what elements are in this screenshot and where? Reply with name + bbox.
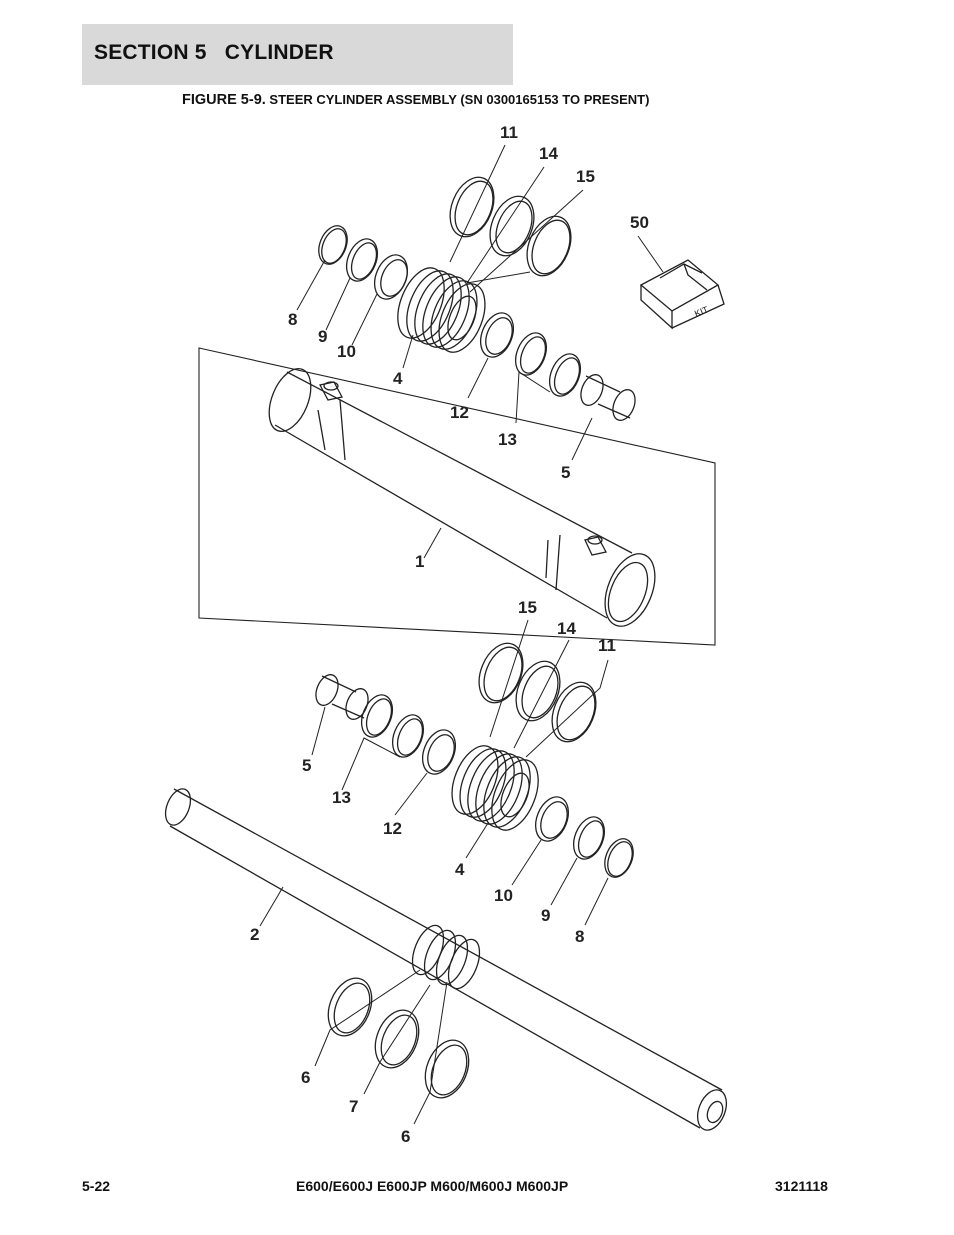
o-ring-11-bottom	[551, 681, 597, 743]
wear-ring-13a-top	[514, 332, 548, 376]
callout-7: 7	[349, 1097, 358, 1116]
wear-ring-6a	[327, 977, 373, 1037]
callout-13-top: 13	[498, 430, 517, 449]
o-ring-15-top	[526, 215, 572, 277]
callout-14-bottom: 14	[557, 619, 576, 638]
callout-10-bottom: 10	[494, 886, 513, 905]
kit-label: KIT	[693, 304, 710, 319]
callout-13-bottom: 13	[332, 788, 351, 807]
rod-seal-9-bottom	[572, 816, 606, 860]
bushing-10-bottom	[534, 796, 570, 842]
leader-lines	[259, 144, 664, 1125]
gland-4-bottom	[451, 745, 539, 831]
o-ring-15-bottom	[478, 642, 524, 704]
callout-11-top: 11	[500, 123, 518, 142]
cylinder-barrel-1	[198, 347, 716, 646]
bottom-gland-seals	[478, 642, 597, 743]
callout-4-bottom: 4	[455, 860, 465, 879]
spacer-5-top	[580, 374, 636, 421]
bottom-piston-seals	[360, 694, 457, 775]
callout-10-top: 10	[337, 342, 356, 361]
top-gland-seals	[449, 176, 572, 277]
callout-1: 1	[415, 552, 424, 571]
section-title: SECTION 5 CYLINDER	[94, 41, 334, 64]
wiper-8-top	[318, 225, 348, 265]
callout-8-top: 8	[288, 310, 297, 329]
callout-11-bottom: 11	[598, 636, 616, 655]
callout-50: 50	[630, 213, 649, 232]
o-ring-11-top	[449, 176, 495, 238]
callout-12-top: 12	[450, 403, 469, 422]
callout-6b: 6	[401, 1127, 410, 1146]
wiper-8-bottom	[604, 838, 634, 878]
callout-14-top: 14	[539, 144, 558, 163]
callout-12-bottom: 12	[383, 819, 402, 838]
figure-label: FIGURE 5-9.	[182, 92, 266, 108]
wear-ring-13b-top	[548, 353, 582, 397]
callout-5-bottom: 5	[302, 756, 311, 775]
seal-12-top	[479, 312, 515, 358]
piston-seal-7	[374, 1009, 420, 1069]
callout-numbers: 11 14 15 50 8 9 10 4 12 13 5 1 15 14 11 …	[250, 123, 649, 1146]
callout-5-top: 5	[561, 463, 570, 482]
callout-6a: 6	[301, 1068, 310, 1087]
callout-15-top: 15	[576, 167, 595, 186]
callout-9-bottom: 9	[541, 906, 550, 925]
seal-12-bottom	[421, 729, 457, 775]
top-head-small-seals	[318, 225, 409, 300]
model-list: E600/E600J E600JP M600/M600J M600JP	[296, 1178, 569, 1194]
rod-rings	[327, 977, 470, 1099]
page-number: 5-22	[82, 1178, 111, 1194]
piston-rod-2	[164, 788, 728, 1131]
rod-seal-9-top	[345, 238, 379, 282]
wear-ring-6b	[424, 1039, 470, 1099]
callout-4-top: 4	[393, 369, 403, 388]
callout-8-bottom: 8	[575, 927, 584, 946]
seal-kit-box: KIT	[639, 259, 725, 330]
callout-9-top: 9	[318, 327, 327, 346]
gland-4-top	[397, 267, 486, 353]
top-piston-seals	[479, 312, 582, 397]
wear-ring-13a-bottom	[360, 694, 394, 738]
bottom-head-small-seals	[534, 796, 634, 878]
callout-2: 2	[250, 925, 259, 944]
section-header-bar	[82, 24, 513, 85]
document-number: 3121118	[775, 1178, 828, 1194]
backup-ring-14-bottom	[515, 660, 561, 722]
spacer-5-bottom	[315, 674, 369, 720]
figure-caption: STEER CYLINDER ASSEMBLY (SN 0300165153 T…	[265, 92, 650, 107]
callout-15-bottom: 15	[518, 598, 537, 617]
figure-title: FIGURE 5-9. STEER CYLINDER ASSEMBLY (SN …	[182, 91, 649, 108]
